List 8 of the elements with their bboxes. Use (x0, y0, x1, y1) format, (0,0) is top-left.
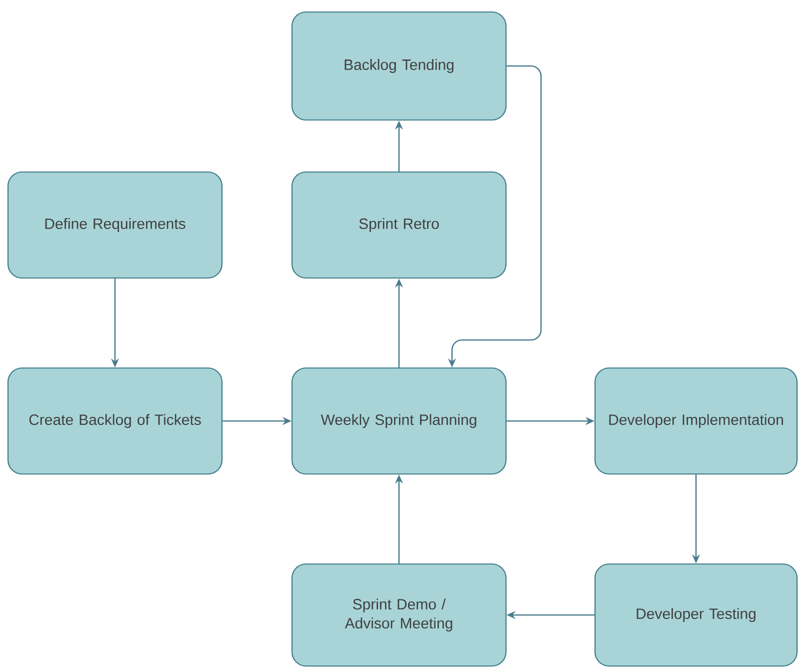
process-box: Weekly Sprint Planning (291, 367, 507, 475)
process-box: Sprint Retro (291, 171, 507, 279)
process-box: Developer Implementation (594, 367, 798, 475)
process-box: Define Requirements (7, 171, 223, 279)
process-box: Sprint Demo / Advisor Meeting (291, 563, 507, 667)
process-box: Backlog Tending (291, 11, 507, 121)
process-box: Developer Testing (594, 563, 798, 667)
process-box: Create Backlog of Tickets (7, 367, 223, 475)
